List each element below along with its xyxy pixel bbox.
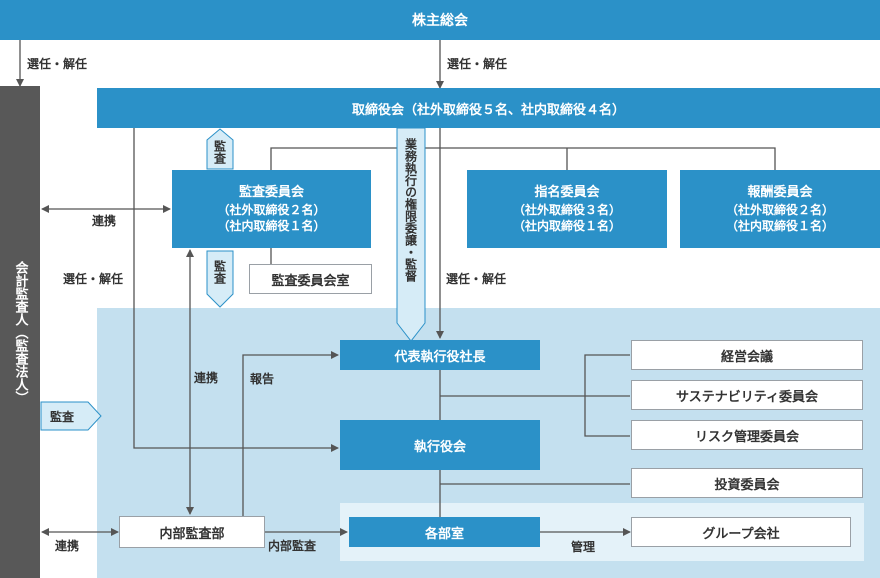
accounting-auditor: 会計監査人（監査法人） bbox=[0, 86, 40, 578]
management-meeting-label: 経営会議 bbox=[720, 349, 773, 365]
executive-officers-label: 執行役会 bbox=[413, 439, 466, 455]
audit-tag-up: 監査 bbox=[206, 128, 234, 170]
compensation-committee-title: 報酬委員会 bbox=[747, 185, 813, 200]
delegation-arrow-shape bbox=[396, 128, 426, 342]
nomination-committee-line1: （社外取締役３名） bbox=[512, 203, 621, 217]
label-internal-audit: 内部監査 bbox=[268, 539, 317, 553]
shareholders-label: 株主総会 bbox=[412, 13, 468, 29]
risk-committee-label: リスク管理委員会 bbox=[694, 429, 799, 445]
nomination-committee: 指名委員会 （社外取締役３名） （社内取締役１名） bbox=[467, 170, 667, 248]
management-meeting-box: 経営会議 bbox=[631, 340, 863, 370]
divisions-label: 各部室 bbox=[424, 526, 464, 542]
audit-committee-office: 監査委員会室 bbox=[249, 264, 372, 294]
audit-tag-down-shape bbox=[206, 250, 234, 308]
audit-committee-office-label: 監査委員会室 bbox=[271, 273, 350, 289]
delegation-label: 業務執行の権限委譲・監督 bbox=[403, 138, 418, 282]
compensation-committee-line2: （社内取締役１名） bbox=[725, 219, 834, 233]
audit-committee-line1: （社外取締役２名） bbox=[217, 203, 326, 217]
label-appoint-exec: 選任・解任 bbox=[63, 272, 124, 286]
shareholders-meeting: 株主総会 bbox=[0, 0, 880, 40]
group-companies-box: グループ会社 bbox=[631, 517, 851, 547]
group-companies-label: グループ会社 bbox=[702, 526, 780, 542]
label-cooperation-internal: 連携 bbox=[194, 371, 219, 385]
sustainability-committee-box: サステナビリティ委員会 bbox=[631, 380, 863, 410]
delegation-arrow: 業務執行の権限委譲・監督 bbox=[396, 128, 426, 343]
internal-audit-label: 内部監査部 bbox=[159, 526, 225, 542]
nomination-committee-line2: （社内取締役１名） bbox=[512, 219, 621, 233]
executive-officers-box: 執行役会 bbox=[340, 420, 540, 470]
audit-tag-right-shape bbox=[40, 401, 102, 431]
board-label: 取締役会（社外取締役５名、社内取締役４名） bbox=[351, 102, 625, 118]
audit-tag-right-label: 監査 bbox=[50, 410, 75, 424]
accounting-auditor-label: 会計監査人（監査法人） bbox=[12, 260, 28, 404]
investment-committee-box: 投資委員会 bbox=[631, 468, 863, 498]
sustainability-committee-label: サステナビリティ委員会 bbox=[676, 389, 818, 405]
ceo-box: 代表執行役社長 bbox=[340, 340, 540, 370]
audit-tag-down-label: 監査 bbox=[212, 260, 227, 284]
nomination-committee-title: 指名委員会 bbox=[534, 185, 600, 200]
label-cooperation-audit: 連携 bbox=[92, 214, 117, 228]
label-appoint-auditor: 選任・解任 bbox=[27, 57, 88, 71]
board-of-directors: 取締役会（社外取締役５名、社内取締役４名） bbox=[97, 88, 880, 128]
ceo-label: 代表執行役社長 bbox=[394, 349, 486, 365]
divisions-box: 各部室 bbox=[349, 517, 540, 547]
audit-committee-title: 監査委員会 bbox=[238, 185, 304, 200]
audit-tag-up-label: 監査 bbox=[212, 140, 227, 164]
compensation-committee: 報酬委員会 （社外取締役２名） （社内取締役１名） bbox=[680, 170, 880, 248]
label-cooperation-auditor: 連携 bbox=[55, 539, 80, 553]
investment-committee-label: 投資委員会 bbox=[714, 477, 780, 493]
compensation-committee-line1: （社外取締役２名） bbox=[725, 203, 834, 217]
label-report: 報告 bbox=[250, 372, 275, 386]
label-appoint-board: 選任・解任 bbox=[447, 57, 508, 71]
audit-tag-right: 監査 bbox=[40, 401, 102, 431]
risk-committee-box: リスク管理委員会 bbox=[631, 420, 863, 450]
audit-tag-up-shape bbox=[206, 128, 234, 170]
audit-committee-line2: （社内取締役１名） bbox=[217, 219, 326, 233]
label-appoint-ceo: 選任・解任 bbox=[446, 272, 507, 286]
audit-committee: 監査委員会 （社外取締役２名） （社内取締役１名） bbox=[172, 170, 371, 248]
audit-tag-down: 監査 bbox=[206, 250, 234, 308]
label-management: 管理 bbox=[571, 540, 596, 554]
internal-audit-box: 内部監査部 bbox=[119, 516, 265, 548]
